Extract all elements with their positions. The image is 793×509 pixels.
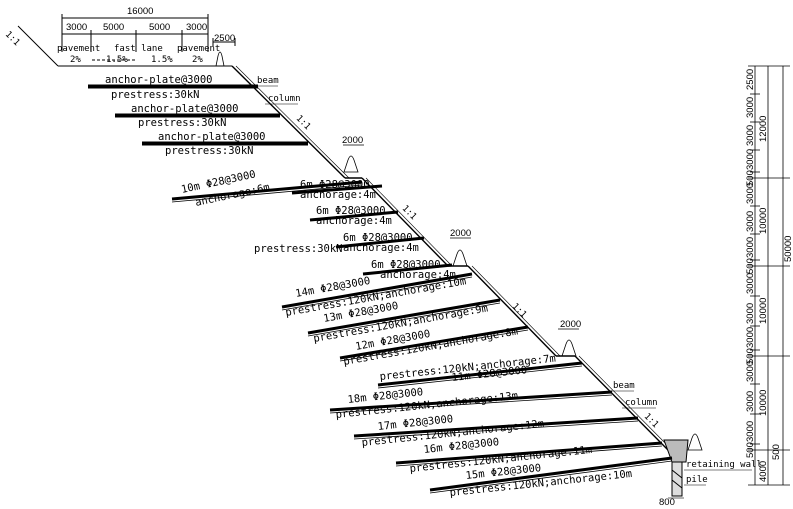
anchor-plate-prestress-2: prestress:30kN — [138, 117, 227, 129]
berm-width-2: 2000 — [450, 228, 471, 239]
right-dim-16: 500 — [745, 348, 756, 364]
right-dim-20: 3000 — [745, 421, 756, 442]
slope-label-4: 1:1 — [642, 412, 661, 431]
right-dim-12: 3000 — [745, 273, 756, 294]
right-dim-1: 2500 — [745, 69, 756, 90]
pavement-right-label: pavement — [177, 44, 220, 54]
right-dim-14: 10000 — [758, 298, 769, 324]
top-dimension-lines — [61, 14, 236, 52]
right-dim-2: 3000 — [745, 97, 756, 118]
short-nail-label-1: 6m Φ28@3000 — [300, 179, 370, 191]
fast-lane-label: fast lane — [114, 44, 163, 54]
right-dim-15: 3000 — [745, 327, 756, 348]
anchor-plate-thin-bars — [88, 87, 308, 146]
right-dim-6: 500 — [745, 170, 756, 186]
pavement-left-label: pavement — [57, 44, 100, 54]
segment-dim-2: 5000 — [103, 22, 124, 33]
right-dim-10: 3000 — [745, 237, 756, 258]
anchor-plate-prestress-3: prestress:30kN — [165, 145, 254, 157]
column-label-bottom: column — [625, 398, 658, 408]
right-dim-3: 3000 — [745, 125, 756, 146]
short-nail-anchorage-4: anchorage:4m — [380, 269, 456, 281]
pile-label: pile — [686, 475, 708, 485]
anchor-plate-label-3: anchor-plate@3000 — [158, 131, 265, 143]
right-dim-17: 3000 — [745, 361, 756, 382]
anchor-plate-label-1: anchor-plate@3000 — [105, 74, 212, 86]
retaining-wall — [663, 439, 689, 497]
segment-dim-1: 3000 — [66, 22, 87, 33]
short-nail-label-4: 6m Φ28@3000 — [371, 259, 441, 271]
pile-width-dim: 800 — [659, 497, 675, 508]
berm-guard-icons — [343, 155, 703, 451]
retaining-wall-label: retaining wall — [686, 460, 762, 470]
right-dim-21: 500 — [745, 442, 756, 458]
beam-label-bottom: beam — [613, 381, 635, 391]
right-dim-8: 3000 — [745, 211, 756, 232]
slope-pct-3: 1.5% — [151, 55, 173, 65]
berm-width-1: 2000 — [342, 135, 363, 146]
soil-nails — [171, 180, 453, 276]
slope-label-3: 1:1 — [510, 302, 529, 321]
right-dim-19: 10000 — [758, 390, 769, 416]
right-dim: 2500 — [214, 33, 235, 44]
berm-width-3: 2000 — [560, 319, 581, 330]
right-dimension-texts: 2500 3000 3000 12000 3000 500 3000 3000 … — [745, 69, 793, 482]
slope-label-top-left: 1:1 — [3, 30, 22, 49]
anchor-plate-prestress-1: prestress:30kN — [111, 89, 200, 101]
road-guard-icon — [215, 51, 225, 67]
slope-pct-4: 2% — [192, 55, 203, 65]
slope-pct-1: 2% — [70, 55, 81, 65]
right-dim-9: 10000 — [758, 208, 769, 234]
short-nail-label-3: 6m Φ28@3000 — [343, 232, 413, 244]
short-nail-anchorage-2: anchorage:4m — [316, 215, 392, 227]
berm-dimension-lines — [343, 144, 579, 330]
short-nail-label-2: 6m Φ28@3000 — [316, 205, 386, 217]
short-nail-anchorage-1: anchorage:4m — [300, 189, 376, 201]
right-dimension-lines — [748, 65, 790, 486]
right-dim-22: 4000 — [758, 461, 769, 482]
beam-label-top: beam — [257, 76, 279, 86]
right-dim-13: 3000 — [745, 303, 756, 324]
right-dim-24: 50000 — [783, 236, 793, 262]
segment-dim-3: 5000 — [149, 22, 170, 33]
segment-dim-4: 3000 — [186, 22, 207, 33]
right-dim-11: 500 — [745, 258, 756, 274]
anchor-plate-label-2: anchor-plate@3000 — [131, 103, 238, 115]
right-dim-18: 3000 — [745, 391, 756, 412]
column-label-top: column — [268, 94, 301, 104]
right-dim-7: 3000 — [745, 183, 756, 204]
short-nail-anchorage-3: anchorage:4m — [343, 242, 419, 254]
anchor-plate-bars — [88, 84, 308, 145]
right-dim-23: 500 — [771, 444, 782, 460]
total-width-dim: 16000 — [127, 6, 153, 17]
prestress-mid-label: prestress:30kN — [254, 243, 343, 255]
long-anchor-bars — [281, 272, 673, 494]
right-dim-4: 12000 — [758, 116, 769, 142]
right-dim-5: 3000 — [745, 149, 756, 170]
